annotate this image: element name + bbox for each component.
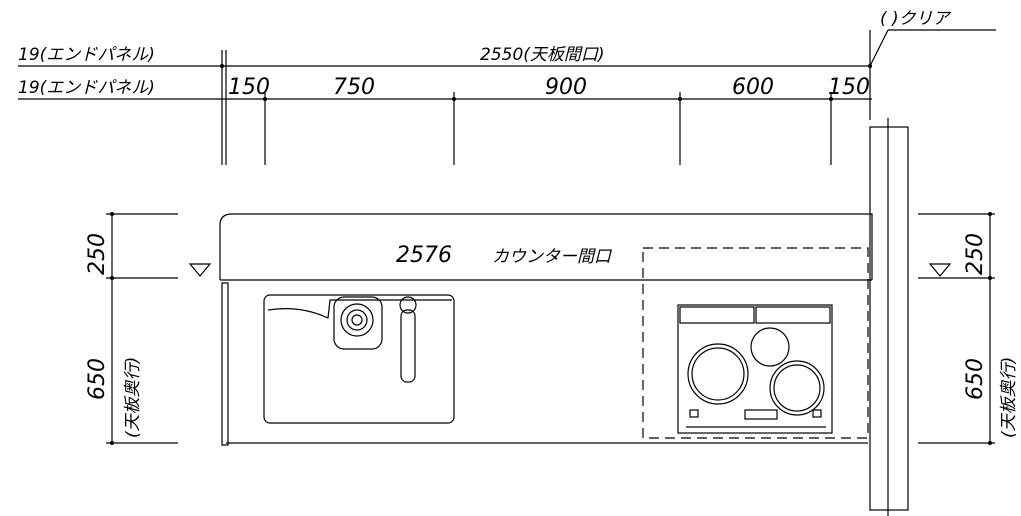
top-opening-label: 2550(天板間口) (480, 45, 605, 65)
leader-clear (869, 29, 889, 67)
depth-back-right: 250 (963, 233, 988, 275)
drain-icon (340, 303, 374, 337)
sink-bowl (263, 294, 455, 424)
depth-front-right: 650 (963, 358, 988, 400)
countertop-back (219, 213, 873, 280)
level-marker-left (188, 263, 212, 277)
sink-drain-plate (333, 296, 383, 350)
counter-opening-value: 2576 (396, 243, 452, 268)
wall-column (869, 126, 909, 511)
depth-front-left: 650 (85, 358, 110, 400)
cooktop (677, 304, 833, 434)
end-panel-top-label: 19(エンドパネル) (18, 45, 155, 65)
segment-label-2: 750 (333, 75, 375, 100)
burner-right-icon (769, 360, 825, 416)
segment-label-1: 150 (228, 75, 270, 100)
depth-caption-right: (天板奥行) (999, 357, 1019, 438)
clear-label: ( )クリア (880, 9, 952, 29)
cooktop-area-dashed (642, 247, 869, 439)
sink-inner-edge (267, 299, 452, 319)
cooktop-vent-left (679, 306, 755, 324)
counter-opening-label: カウンター間口 (492, 247, 613, 267)
level-marker-right (928, 263, 952, 277)
segment-label-5: 150 (828, 75, 870, 100)
end-panel-bottom-label: 19(エンドパネル) (18, 78, 155, 98)
depth-back-left: 250 (85, 233, 110, 275)
faucet-icon (400, 309, 416, 383)
end-panel-left (221, 282, 229, 446)
segment-label-4: 600 (732, 75, 774, 100)
cooktop-vent-right (755, 306, 831, 324)
burner-rear-icon (750, 327, 790, 367)
depth-caption-left: (天板奥行) (123, 357, 143, 438)
burner-left-icon (687, 343, 749, 405)
segment-label-3: 900 (545, 75, 587, 100)
cooktop-controls (744, 409, 778, 420)
